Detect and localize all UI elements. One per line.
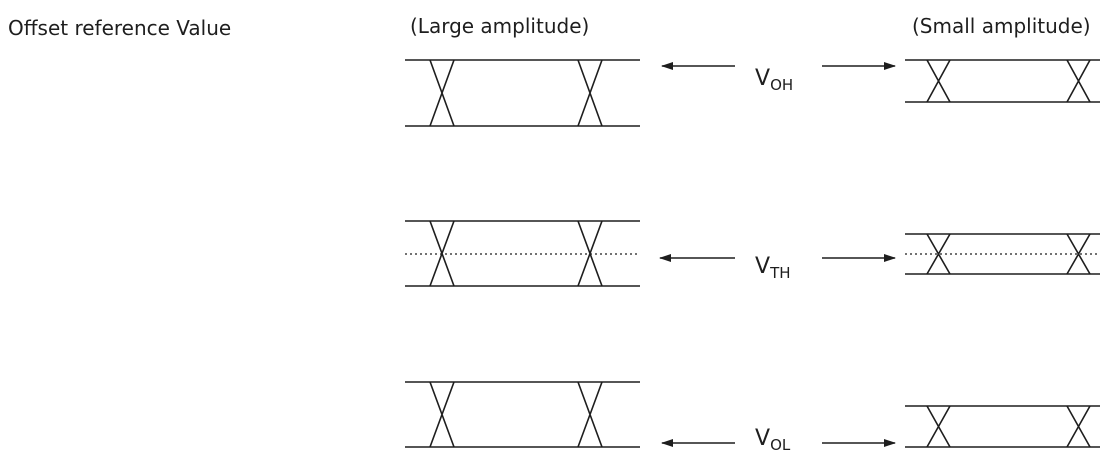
vol-label: VOL [755, 426, 790, 453]
vol-main: V [755, 426, 771, 451]
large-amplitude-heading: (Large amplitude) [410, 14, 590, 38]
voh-label: VOH [755, 66, 793, 93]
vol-subscript: OL [770, 436, 791, 454]
voh-subscript: OH [770, 76, 794, 94]
diagram-title: Offset reference Value [8, 16, 232, 40]
small-eye-voh [905, 59, 1100, 103]
large-eye-vth [405, 220, 640, 287]
large-eye-voh [405, 59, 640, 127]
vth-subscript: TH [770, 264, 791, 282]
voh-main: V [755, 66, 771, 91]
small-amplitude-heading: (Small amplitude) [912, 14, 1091, 38]
large-eye-vol [405, 381, 640, 448]
small-eye-vol [905, 405, 1100, 448]
vth-label: VTH [755, 254, 791, 281]
vth-main: V [755, 254, 771, 279]
small-eye-vth [905, 233, 1100, 275]
